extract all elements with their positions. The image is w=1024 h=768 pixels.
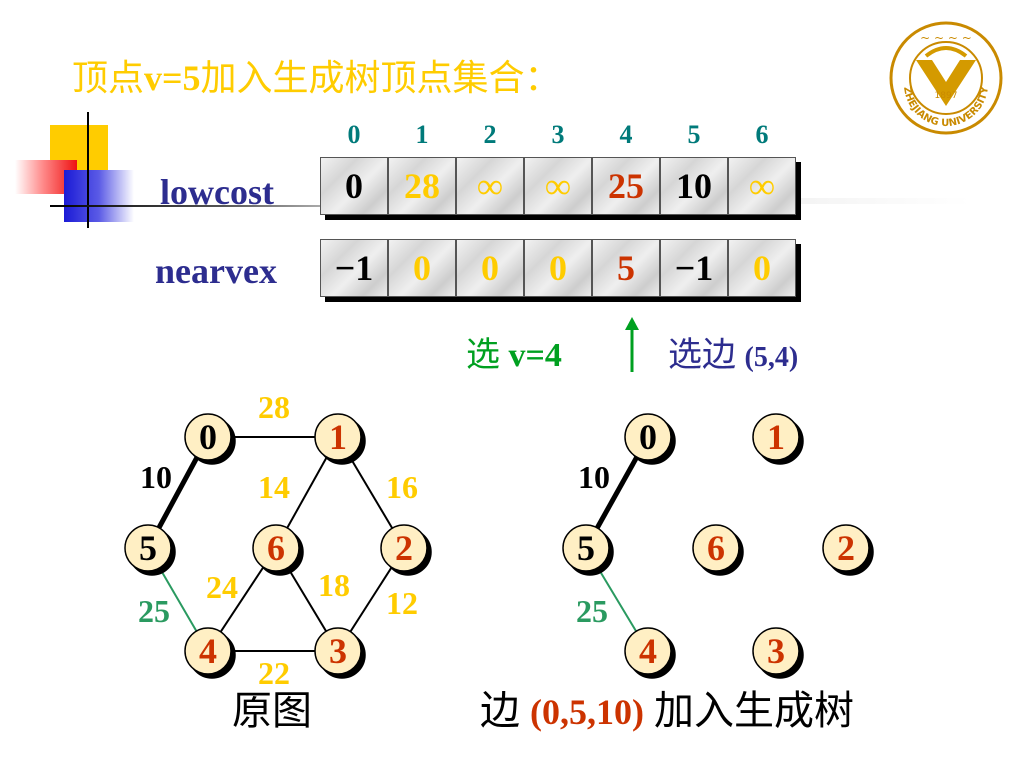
up-arrow-icon <box>625 317 639 372</box>
decor-blue-square <box>64 170 134 222</box>
nearvex-cell: 0 <box>388 239 456 297</box>
edge-weight-label: 22 <box>258 655 290 691</box>
nearvex-cell: 5 <box>592 239 660 297</box>
logo-emblem-icon <box>916 60 976 106</box>
lowcost-cell: 28 <box>388 157 456 215</box>
slide-title: 顶点v=5加入生成树顶点集合： <box>72 54 561 102</box>
graph-node-label: 3 <box>767 631 785 671</box>
graph-node: 4 <box>184 627 232 675</box>
caption-spanning-tree: 边 (0,5,10) 加入生成树 <box>480 686 854 737</box>
nearvex-cell: 0 <box>524 239 592 297</box>
svg-text:~ ~ ~ ~: ~ ~ ~ ~ <box>920 31 972 45</box>
select-edge-prefix: 选边 <box>668 337 745 374</box>
graph-node-label: 0 <box>639 417 657 457</box>
caption-original: 原图 <box>232 688 312 733</box>
edge-weight-label: 14 <box>258 469 290 505</box>
university-logo: 1897 ZHEJIANG UNIVERSITY ~ ~ ~ ~ <box>889 21 1003 135</box>
decor-horizontal-line <box>50 205 340 207</box>
title-suffix: 加入生成树顶点集合： <box>200 58 561 98</box>
edge-weight-label: 10 <box>578 459 610 495</box>
index-label: 6 <box>755 120 769 149</box>
nearvex-cell: 0 <box>728 239 796 297</box>
graph-node: 3 <box>752 627 800 675</box>
lowcost-cell: 0 <box>320 157 388 215</box>
edge-weight-label: 24 <box>206 569 238 605</box>
graph-node-label: 5 <box>139 528 157 568</box>
select-vertex-prefix: 选 <box>466 337 509 374</box>
edge-weight-label: 25 <box>138 593 170 629</box>
index-label: 2 <box>483 120 497 149</box>
graph-node-label: 4 <box>199 631 217 671</box>
index-label: 1 <box>415 120 429 149</box>
caption-right-prefix: 边 <box>480 688 530 733</box>
edge-weight-label: 12 <box>386 585 418 621</box>
lowcost-cell: 10 <box>660 157 728 215</box>
graph-node-label: 3 <box>329 631 347 671</box>
select-edge-note: 选边 (5,4) <box>668 334 798 380</box>
graph-node: 1 <box>314 413 362 461</box>
nearvex-label: nearvex <box>155 251 277 291</box>
graph-node: 4 <box>624 627 672 675</box>
index-label: 4 <box>619 120 633 149</box>
select-vertex-value: v=4 <box>508 337 562 374</box>
edge-weight-label: 16 <box>386 469 418 505</box>
nearvex-cell: −1 <box>320 239 388 297</box>
graph-node-label: 6 <box>267 528 285 568</box>
graph-node: 0 <box>184 413 232 461</box>
graph-node-label: 6 <box>707 528 725 568</box>
lowcost-cell: ∞ <box>524 157 592 215</box>
caption-right-suffix: 加入生成树 <box>643 688 854 733</box>
nearvex-cell: −1 <box>660 239 728 297</box>
graph-node: 2 <box>380 524 428 572</box>
title-var: v=5 <box>144 58 201 98</box>
edge-weight-label: 28 <box>258 389 290 425</box>
graph-node: 3 <box>314 627 362 675</box>
graph-node-label: 5 <box>577 528 595 568</box>
caption-right-edge: (0,5,10) <box>530 692 644 732</box>
edge-weight-label: 18 <box>318 567 350 603</box>
lowcost-cell: ∞ <box>456 157 524 215</box>
edge-weight-label: 25 <box>576 593 608 629</box>
index-label: 0 <box>347 120 361 149</box>
graph-node-label: 1 <box>329 417 347 457</box>
graph-node-label: 2 <box>395 528 413 568</box>
graph-node: 5 <box>124 524 172 572</box>
select-vertex-note: 选 v=4 <box>466 334 562 378</box>
graph-node: 6 <box>692 524 740 572</box>
graph-node-label: 1 <box>767 417 785 457</box>
index-label: 3 <box>551 120 565 149</box>
title-prefix: 顶点 <box>72 58 145 98</box>
graph-node: 5 <box>562 524 610 572</box>
lowcost-label: lowcost <box>160 172 274 212</box>
graph-node: 1 <box>752 413 800 461</box>
lowcost-cell: ∞ <box>728 157 796 215</box>
lowcost-cell: 25 <box>592 157 660 215</box>
graph-node-label: 4 <box>639 631 657 671</box>
graph-node-label: 2 <box>837 528 855 568</box>
index-label: 5 <box>687 120 701 149</box>
logo-year: 1897 <box>935 91 958 101</box>
graph-node: 2 <box>822 524 870 572</box>
spanning-tree-graph: 10 25 0 1 2 3 4 5 6 <box>562 413 870 675</box>
edge-weight-label: 10 <box>140 459 172 495</box>
graph-node-label: 0 <box>199 417 217 457</box>
decor-vertical-line <box>87 112 89 228</box>
graph-node: 6 <box>252 524 300 572</box>
graph-node: 0 <box>624 413 672 461</box>
select-edge-value: (5,4) <box>744 342 799 373</box>
nearvex-cell: 0 <box>456 239 524 297</box>
